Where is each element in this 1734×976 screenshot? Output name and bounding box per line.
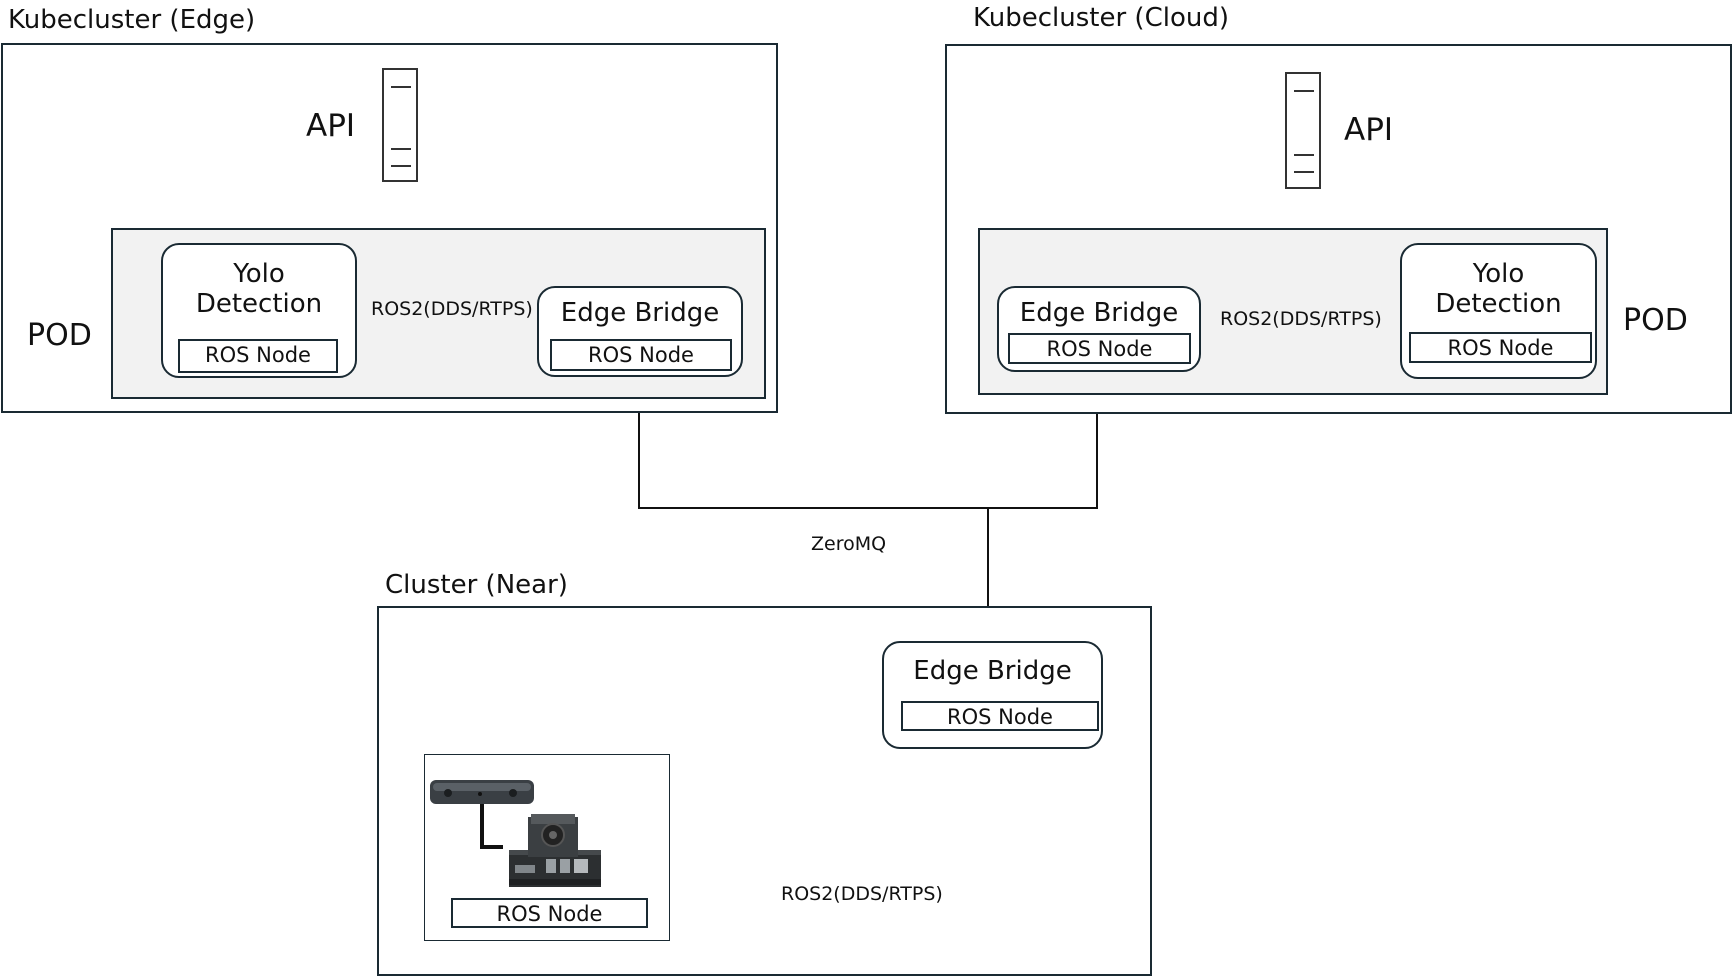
edge-bridge: Edge Bridge ROS Node [537,286,743,377]
near-bridge-title: Edge Bridge [913,656,1072,686]
edge-yolo-title: Yolo Detection [195,259,323,319]
cloud-cluster-title: Kubecluster (Cloud) [973,3,1229,33]
board-icon [509,814,601,887]
edge-yolo-ros-node: ROS Node [178,339,338,373]
cloud-api-server-icon [1285,72,1321,189]
cloud-ros2-label: ROS2(DDS/RTPS) [1220,308,1382,330]
cloud-yolo-detection: Yolo Detection ROS Node [1400,243,1597,379]
zeromq-link-cloud [988,369,1098,509]
edge-bridge-ros-node: ROS Node [550,339,732,371]
edge-ros2-label: ROS2(DDS/RTPS) [371,298,533,320]
cloud-yolo-title: Yolo Detection [1435,259,1562,319]
device-ros-node: ROS Node [451,898,648,928]
edge-pod-label: POD [27,318,92,353]
zeromq-label: ZeroMQ [811,533,887,555]
cloud-bridge: Edge Bridge ROS Node [997,286,1201,372]
edge-cluster-title: Kubecluster (Edge) [8,5,256,35]
zeromq-link-edge [638,374,988,509]
cloud-api-label: API [1344,112,1394,148]
near-ros2-label: ROS2(DDS/RTPS) [781,883,943,905]
device-box: ROS Node [424,754,670,941]
near-bridge: Edge Bridge ROS Node [882,641,1103,749]
edge-api-label: API [306,108,356,144]
near-cluster-title: Cluster (Near) [385,570,568,600]
cloud-bridge-title: Edge Bridge [1019,298,1179,328]
edge-bridge-title: Edge Bridge [560,298,720,328]
cloud-pod-label: POD [1623,303,1688,338]
camera-icon [430,780,534,804]
cable-icon [480,804,503,849]
edge-api-server-icon [382,68,418,182]
device-illustration [430,780,601,887]
edge-yolo-detection: Yolo Detection ROS Node [161,243,357,378]
near-bridge-ros-node: ROS Node [901,701,1099,731]
cloud-bridge-ros-node: ROS Node [1008,333,1191,364]
cloud-yolo-ros-node: ROS Node [1409,332,1592,363]
